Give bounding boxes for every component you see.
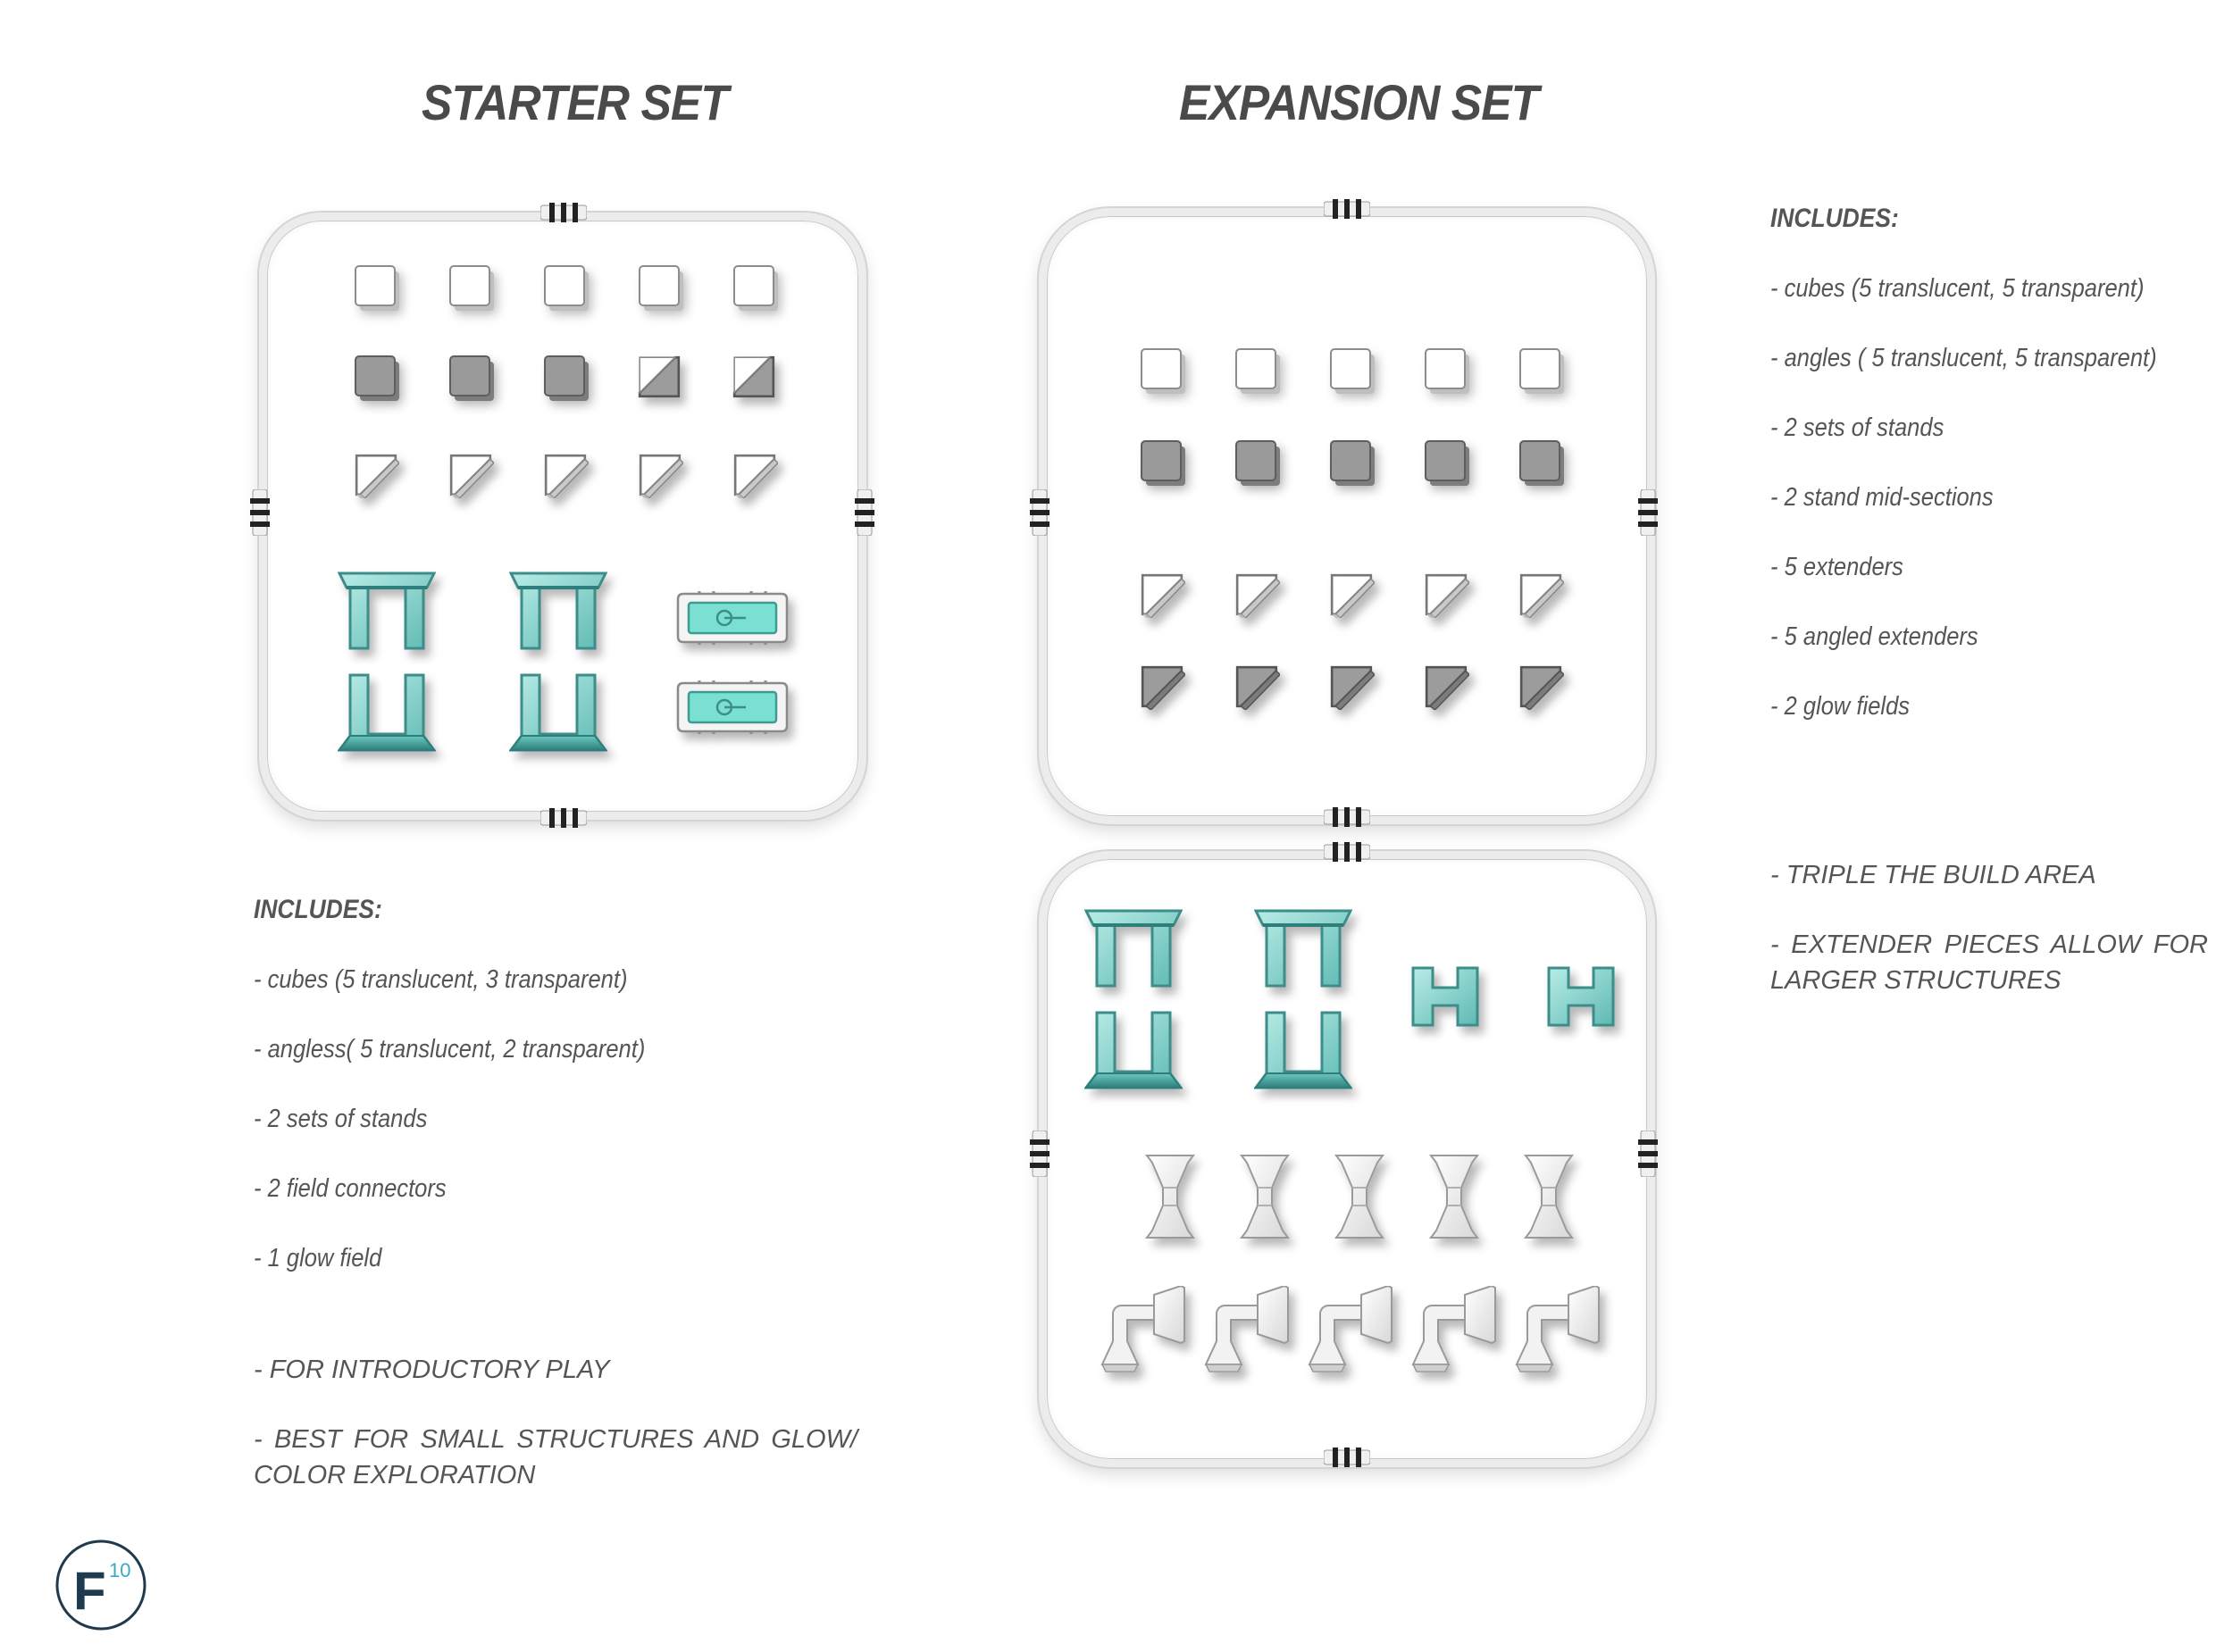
list-item: - 2 stand mid-sections xyxy=(1770,483,1994,512)
expansion-set-title: EXPANSION SET xyxy=(1179,74,1539,130)
stand-icon xyxy=(1084,1009,1183,1089)
angled-extender-icon xyxy=(1299,1286,1397,1375)
list-item: - 5 extenders xyxy=(1770,553,1903,581)
angle-piece-icon xyxy=(1423,663,1469,710)
angle-piece-icon xyxy=(1234,572,1280,618)
angle-piece-icon xyxy=(353,452,399,498)
stand-icon xyxy=(338,672,436,752)
list-item: - angles ( 5 translucent, 5 transparent) xyxy=(1770,344,2157,372)
includes-heading: INCLUDES: xyxy=(254,895,382,924)
angled-extender-icon xyxy=(1091,1286,1190,1375)
angle-piece-icon xyxy=(637,452,683,498)
stand-icon xyxy=(1084,909,1183,989)
list-item: - angless( 5 translucent, 2 transparent) xyxy=(254,1035,646,1064)
cube-icon xyxy=(1235,348,1276,389)
angled-extender-icon xyxy=(1402,1286,1501,1375)
logo-letter: F xyxy=(73,1561,106,1621)
angle-piece-icon xyxy=(1518,572,1564,618)
tray-clip-top xyxy=(1324,842,1370,862)
list-item: - cubes (5 translucent, 3 transparent) xyxy=(254,965,628,994)
stand-icon xyxy=(1254,909,1352,989)
tray-clip-left xyxy=(250,489,270,536)
angle-piece-icon xyxy=(636,354,682,400)
field-connector-icon xyxy=(674,590,790,646)
tray-clip-left xyxy=(1030,489,1050,536)
extender-icon xyxy=(1522,1152,1576,1241)
extender-icon xyxy=(1333,1152,1386,1241)
tray-clip-bottom xyxy=(540,808,587,828)
angled-extender-icon xyxy=(1195,1286,1293,1375)
angled-extender-icon xyxy=(1506,1286,1604,1375)
angle-piece-icon xyxy=(731,354,777,400)
tray-clip-right xyxy=(1638,489,1658,536)
note-item: - BEST FOR SMALL STRUCTURES AND GLOW/ CO… xyxy=(254,1425,857,1489)
stand-mid-section-icon xyxy=(1409,964,1481,1029)
angle-piece-icon xyxy=(1234,663,1280,710)
angle-piece-icon xyxy=(1328,572,1375,618)
angle-piece-icon xyxy=(732,452,778,498)
stand-icon xyxy=(1254,1009,1352,1089)
tray-clip-left xyxy=(1030,1131,1050,1177)
angle-piece-icon xyxy=(1139,572,1185,618)
cube-icon xyxy=(639,265,680,306)
cube-icon xyxy=(544,265,585,306)
note-item: - TRIPLE THE BUILD AREA xyxy=(1770,861,2096,889)
stand-icon xyxy=(509,672,607,752)
stand-icon xyxy=(509,572,607,652)
extender-icon xyxy=(1427,1152,1481,1241)
list-item: - 2 glow fields xyxy=(1770,692,1911,721)
includes-heading: INCLUDES: xyxy=(1770,204,1899,233)
list-item: - 1 glow field xyxy=(254,1244,382,1272)
cube-icon xyxy=(1330,348,1371,389)
tray-clip-bottom xyxy=(1324,1448,1370,1467)
angle-piece-icon xyxy=(542,452,589,498)
cube-icon xyxy=(355,355,396,396)
angle-piece-icon xyxy=(1139,663,1185,710)
expansion-notes: - TRIPLE THE BUILD AREA - EXTENDER PIECE… xyxy=(1770,857,2208,998)
note-item: - FOR INTRODUCTORY PLAY xyxy=(254,1356,610,1384)
tray-clip-right xyxy=(1638,1131,1658,1177)
list-item: - cubes (5 translucent, 5 transparent) xyxy=(1770,274,2145,303)
extender-icon xyxy=(1143,1152,1197,1241)
angle-piece-icon xyxy=(1518,663,1564,710)
extender-icon xyxy=(1238,1152,1292,1241)
tray-clip-bottom xyxy=(1324,807,1370,827)
angle-piece-icon xyxy=(1423,572,1469,618)
angle-piece-icon xyxy=(447,452,494,498)
expansion-tray-top xyxy=(1037,206,1657,826)
list-item: - 2 field connectors xyxy=(254,1174,447,1203)
cube-icon xyxy=(1519,348,1560,389)
expansion-includes: INCLUDES: - cubes (5 translucent, 5 tran… xyxy=(1770,204,2226,761)
cube-icon xyxy=(1519,440,1560,481)
brand-logo: F 10 xyxy=(55,1539,146,1631)
note-item: - EXTENDER PIECES ALLOW FOR LARGER STRUC… xyxy=(1770,930,2208,995)
cube-icon xyxy=(355,265,396,306)
cube-icon xyxy=(449,355,490,396)
starter-includes: INCLUDES: - cubes (5 translucent, 3 tran… xyxy=(254,895,861,1313)
cube-icon xyxy=(1425,348,1466,389)
starter-notes: - FOR INTRODUCTORY PLAY - BEST FOR SMALL… xyxy=(254,1352,857,1493)
stand-mid-section-icon xyxy=(1545,964,1617,1029)
cube-icon xyxy=(1330,440,1371,481)
list-item: - 2 sets of stands xyxy=(1770,413,1944,442)
cube-icon xyxy=(449,265,490,306)
list-item: - 5 angled extenders xyxy=(1770,622,1978,651)
cube-icon xyxy=(544,355,585,396)
logo-superscript: 10 xyxy=(109,1559,130,1581)
tray-clip-top xyxy=(1324,199,1370,219)
cube-icon xyxy=(1425,440,1466,481)
cube-icon xyxy=(733,265,774,306)
cube-icon xyxy=(1235,440,1276,481)
cube-icon xyxy=(1141,440,1182,481)
list-item: - 2 sets of stands xyxy=(254,1105,428,1133)
angle-piece-icon xyxy=(1328,663,1375,710)
stand-icon xyxy=(338,572,436,652)
tray-clip-right xyxy=(855,489,874,536)
field-connector-icon xyxy=(674,680,790,735)
tray-clip-top xyxy=(540,203,587,222)
starter-set-title: STARTER SET xyxy=(422,74,729,130)
cube-icon xyxy=(1141,348,1182,389)
